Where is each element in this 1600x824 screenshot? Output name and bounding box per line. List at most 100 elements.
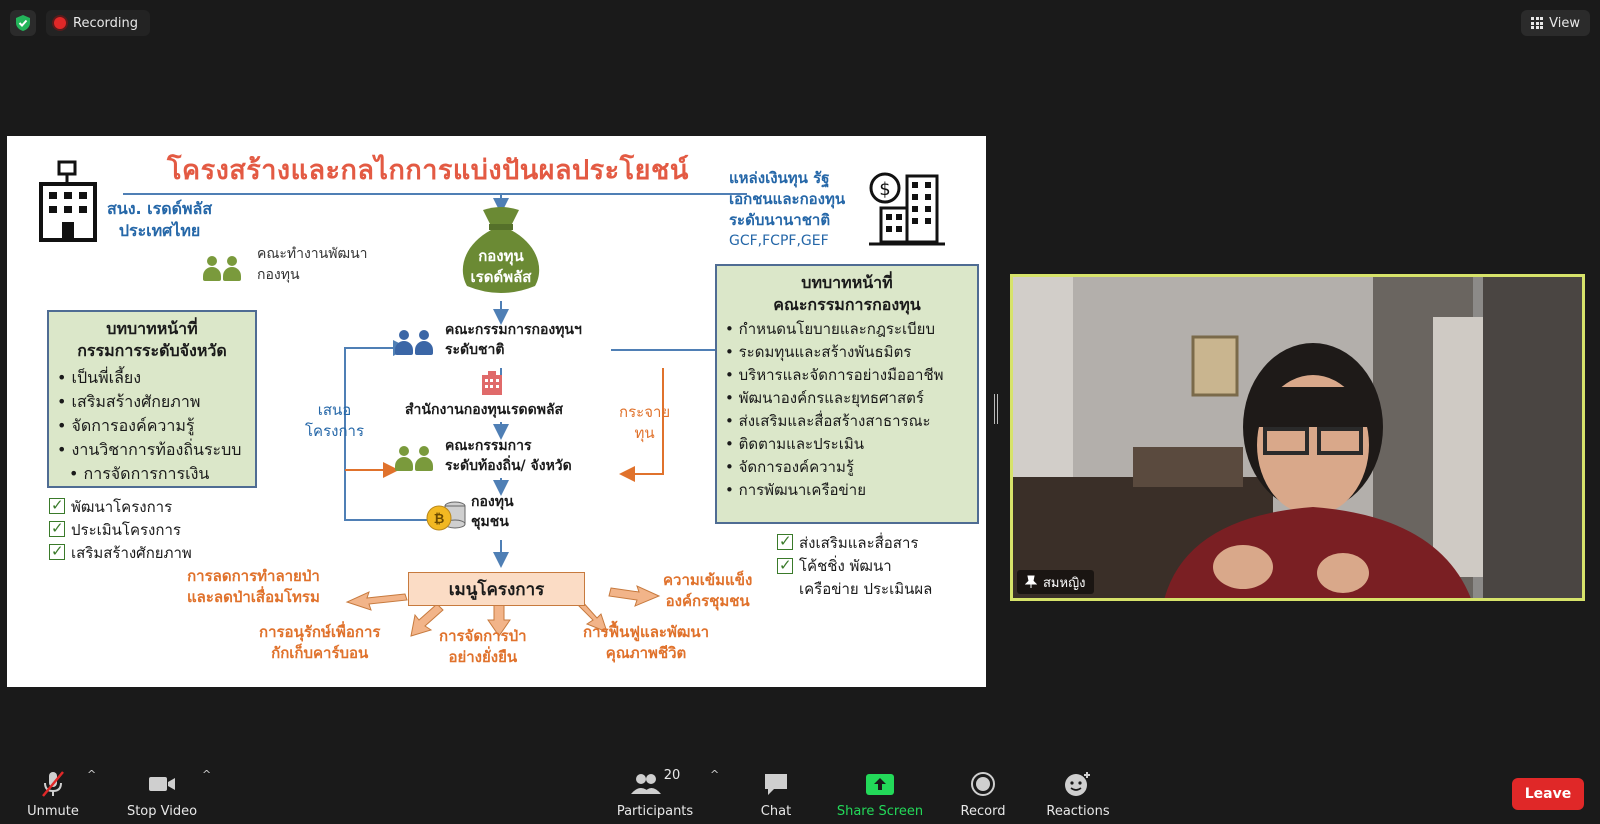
fund-office-label: สำนักงานกองทุนเรดดพลัส	[405, 402, 564, 418]
list-item: จัดการองค์ความรู้	[57, 414, 247, 438]
propose-project-label: เสนอ โครงการ	[305, 401, 365, 440]
leave-meeting-button[interactable]: Leave	[1512, 778, 1584, 810]
reactions-smiley-icon	[1065, 772, 1090, 796]
national-committee-people-icon	[395, 330, 433, 356]
list-item: บริหารและจัดการอย่างมืออาชีพ	[725, 364, 969, 387]
share-screen-label: Share Screen	[836, 804, 924, 819]
participants-icon-group: 20	[630, 768, 681, 798]
funding-line-3: ระดับนานาชาติ	[729, 211, 831, 229]
share-screen-button[interactable]: Share Screen	[836, 760, 924, 824]
checklist-item: โค้ชชิ่ง พัฒนา เครือข่าย ประเมินผล	[777, 554, 933, 601]
bank-building-icon: $	[869, 172, 945, 246]
checklist-item: พัฒนาโครงการ	[49, 494, 192, 519]
provincial-roles-list: เป็นพี่เลี้ยง เสริมสร้างศักยภาพ จัดการอง…	[57, 366, 247, 486]
funding-sources-block: แหล่งเงินทุน รัฐ เอกชนและกองทุน ระดับนาน…	[729, 168, 845, 252]
local-committee-label: คณะกรรมการ ระดับท้องถิ่น/ จังหวัด	[445, 438, 572, 474]
reactions-label: Reactions	[1046, 804, 1110, 819]
thailand-redd-office-label: สนง. เรดด์พลัส ประเทศไทย	[107, 199, 213, 240]
checkbox-icon	[49, 494, 65, 517]
list-item: พัฒนาองค์กรและยุทธศาสตร์	[725, 387, 969, 410]
left-checklist: พัฒนาโครงการ ประเมินโครงการ เสริมสร้างศั…	[49, 494, 192, 565]
fund-committee-roles-box: บทบาทหน้าที่ คณะกรรมการกองทุน กำหนดนโยบา…	[715, 264, 979, 524]
list-item: การพัฒนาเครือข่าย	[725, 479, 969, 502]
checklist-item: ประเมินโครงการ	[49, 517, 192, 542]
outcome-reduce-deforestation: การลดการทำลายป่า และลดป่าเสื่อมโทรม	[187, 567, 320, 606]
reactions-button[interactable]: Reactions	[1046, 760, 1110, 824]
outcome-restore-livelihood: การฟื้นฟูและพัฒนา คุณภาพชีวิต	[583, 623, 710, 662]
video-options-caret-icon[interactable]: ^	[202, 768, 212, 781]
view-button[interactable]: View	[1521, 10, 1590, 36]
muted-microphone-icon	[42, 771, 64, 797]
provincial-committee-roles-box: บทบาทหน้าที่ กรรมการระดับจังหวัด เป็นพี่…	[47, 310, 257, 488]
pin-icon	[1025, 575, 1037, 588]
participants-count: 20	[663, 768, 681, 783]
list-item: กำหนดนโยบายและกฎระเบียบ	[725, 318, 969, 341]
checklist-label: โค้ชชิ่ง พัฒนา เครือข่าย ประเมินผล	[799, 557, 933, 598]
checklist-label: เสริมสร้างศักยภาพ	[71, 544, 192, 562]
list-item: เสริมสร้างศักยภาพ	[57, 390, 247, 414]
unmute-label: Unmute	[27, 804, 79, 819]
stop-video-label: Stop Video	[126, 804, 198, 819]
list-item: งานวิชาการท้องถิ่นระบบ	[57, 438, 247, 462]
recording-dot-icon	[54, 17, 66, 29]
record-icon	[971, 772, 995, 796]
office-building-icon	[482, 371, 502, 395]
funding-line-4: GCF,FCPF,GEF	[729, 233, 829, 249]
unmute-button[interactable]: Unmute	[26, 760, 80, 824]
building-icon	[39, 160, 97, 242]
video-frame-illustration	[1013, 277, 1582, 598]
video-camera-icon	[149, 777, 175, 791]
svg-text:₿: ₿	[434, 512, 445, 527]
working-group-label: คณะทำงานพัฒนา กองทุน	[257, 246, 368, 283]
community-fund-label: กองทุน ชุมชน	[471, 494, 514, 530]
national-committee-label: คณะกรรมการกองทุนฯ ระดับชาติ	[445, 322, 582, 358]
fund-committee-roles-heading: บทบาทหน้าที่ คณะกรรมการกองทุน	[773, 273, 921, 314]
shared-screen-slide: โครงสร้างและกลไกการแบ่งปันผลประโยชน์ สนง…	[7, 136, 986, 687]
slide-connectors	[123, 193, 747, 637]
participants-icon	[630, 774, 661, 794]
outcome-carbon-conservation: การอนุรักษ์เพื่อการ กักเก็บคาร์บอน	[259, 623, 381, 662]
record-button[interactable]: Record	[958, 760, 1008, 824]
provincial-roles-heading: บทบาทหน้าที่ กรรมการระดับจังหวัด	[77, 319, 227, 360]
checklist-item: ส่งเสริมและสื่อสาร	[777, 530, 932, 555]
recording-indicator[interactable]: Recording	[46, 10, 151, 36]
view-label: View	[1549, 15, 1580, 31]
stop-video-button[interactable]: Stop Video	[126, 760, 198, 824]
split-view-handle[interactable]	[994, 394, 998, 424]
coin-stack-icon: ₿	[426, 501, 466, 531]
checkbox-icon	[49, 517, 65, 540]
project-menu-box: เมนูโครงการ	[408, 572, 585, 606]
outcome-community-strength: ความเข้มแข็ง องค์กรชุมชน	[663, 571, 753, 610]
list-item: ระดมทุนและสร้างพันธมิตร	[725, 341, 969, 364]
grid-view-icon	[1531, 17, 1544, 29]
local-committee-people-icon	[395, 446, 433, 472]
list-item: ติดตามและประเมิน	[725, 433, 969, 456]
checklist-label: ส่งเสริมและสื่อสาร	[799, 534, 919, 552]
fund-bag-label: กองทุน เรดด์พลัส	[470, 247, 532, 286]
share-screen-icon	[866, 774, 894, 795]
list-item: เป็นพี่เลี้ยง	[57, 366, 247, 390]
distribute-funds-label: กระจาย ทุน	[619, 403, 671, 442]
list-item: ส่งเสริมและสื่อสร้างสาธารณะ	[725, 410, 969, 433]
project-menu-label: เมนูโครงการ	[448, 579, 545, 600]
fund-committee-roles-list: กำหนดนโยบายและกฎระเบียบ ระดมทุนและสร้างพ…	[725, 318, 969, 502]
participant-name-tag: สมหญิง	[1017, 570, 1094, 594]
recording-label: Recording	[73, 15, 139, 31]
participants-button[interactable]: 20 Participants	[616, 760, 694, 824]
security-shield-icon[interactable]	[10, 10, 36, 36]
money-bag-icon	[462, 207, 540, 293]
svg-text:$: $	[879, 179, 890, 200]
outcome-sustainable-forest: การจัดการป่า อย่างยั่งยืน	[439, 627, 527, 666]
funding-line-1: แหล่งเงินทุน รัฐ	[729, 169, 830, 187]
list-item: การจัดการการเงิน	[57, 462, 247, 486]
participants-options-caret-icon[interactable]: ^	[710, 768, 720, 781]
leave-label: Leave	[1524, 786, 1572, 802]
chat-button[interactable]: Chat	[756, 760, 796, 824]
audio-options-caret-icon[interactable]: ^	[87, 768, 97, 781]
working-group-people-icon	[203, 256, 241, 282]
record-label: Record	[960, 804, 1006, 819]
checklist-label: ประเมินโครงการ	[71, 521, 181, 539]
participant-video-tile[interactable]: สมหญิง	[1010, 274, 1585, 601]
participants-label: Participants	[616, 804, 694, 819]
